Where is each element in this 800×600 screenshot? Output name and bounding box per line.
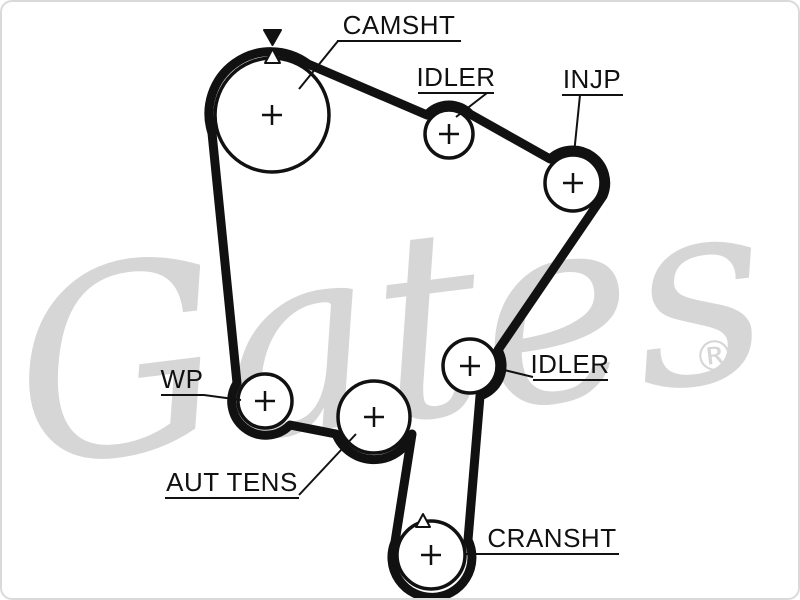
watermark-registered-mark: ® xyxy=(691,329,739,383)
label-idler-top: IDLER xyxy=(416,62,495,118)
pulley-water-pump xyxy=(236,372,294,430)
belt-layer xyxy=(204,47,611,600)
pulley-injection-pump xyxy=(543,153,603,213)
label-idler-lower-leader-line xyxy=(499,368,534,378)
label-camsht: CAMSHT xyxy=(298,10,461,90)
label-injp-leader-line xyxy=(573,94,581,155)
label-aut-tens: AUT TENS xyxy=(165,433,357,499)
label-idler-top-text: IDLER xyxy=(416,62,495,92)
pulley-idler-top xyxy=(423,108,475,160)
watermark-gates-logo: Gates xyxy=(0,135,783,527)
label-wp: WP xyxy=(161,364,242,401)
watermark: Gates ® xyxy=(0,135,783,527)
marks-layer xyxy=(263,29,431,528)
label-camsht-leader-line xyxy=(298,40,339,90)
camshaft-mark-upper xyxy=(263,29,282,46)
label-aut-tens-leader-line xyxy=(298,433,357,496)
labels-layer: CAMSHT IDLER INJP WP AUT TENS IDLER CRANSHT xyxy=(161,10,623,555)
label-idler-lower: IDLER xyxy=(499,349,609,381)
label-camsht-text: CAMSHT xyxy=(343,10,456,40)
label-aut-tens-text: AUT TENS xyxy=(166,467,298,497)
pulley-idler-lower xyxy=(441,337,499,395)
pulley-crankshaft xyxy=(395,519,467,591)
crankshaft-mark xyxy=(415,513,431,528)
label-wp-leader-line xyxy=(203,394,242,401)
pulleys-layer xyxy=(213,56,603,591)
label-cransht-text: CRANSHT xyxy=(487,523,616,553)
timing-belt xyxy=(204,47,611,600)
label-wp-text: WP xyxy=(161,364,204,394)
label-injp: INJP xyxy=(562,64,623,155)
label-idler-lower-text: IDLER xyxy=(530,349,609,379)
label-idler-top-leader-line xyxy=(455,92,488,118)
pulley-camshaft xyxy=(213,56,331,174)
label-cransht: CRANSHT xyxy=(466,523,619,555)
camshaft-mark-lower xyxy=(264,48,281,64)
label-injp-text: INJP xyxy=(563,64,621,94)
